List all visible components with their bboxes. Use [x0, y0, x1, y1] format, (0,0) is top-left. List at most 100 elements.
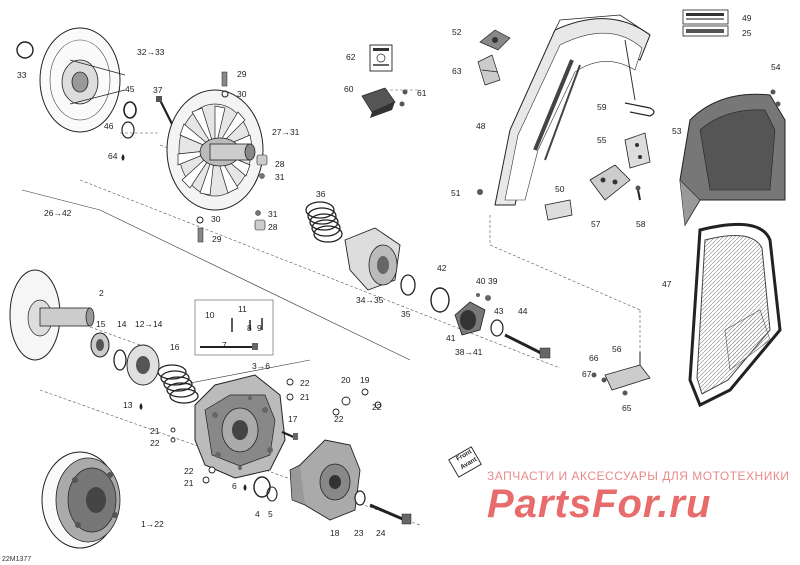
callout-48: 48	[476, 121, 486, 131]
callout-19: 19	[360, 375, 370, 385]
callout-63: 63	[452, 66, 462, 76]
callout-33: 33	[17, 70, 27, 80]
part-screws-54	[770, 89, 781, 107]
callout-5: 5	[268, 509, 273, 519]
callout-30-upper: 30	[237, 89, 247, 99]
callout-51: 51	[451, 188, 461, 198]
callout-18: 18	[330, 528, 340, 538]
part-cover-12	[126, 344, 160, 386]
callout-21-a: 21	[300, 392, 310, 402]
callout-36: 36	[316, 189, 326, 199]
callout-64: 64	[108, 151, 118, 161]
callout-57: 57	[591, 219, 601, 229]
callout-58: 58	[636, 219, 646, 229]
callout-3-6: 3→6	[252, 361, 270, 371]
part-washer-42	[430, 287, 450, 313]
callout-43: 43	[494, 306, 504, 316]
callout-60: 60	[344, 84, 354, 94]
part-screw-51	[477, 189, 483, 195]
callout-24: 24	[376, 528, 386, 538]
part-washer-23	[354, 490, 366, 506]
part-bracket-63	[477, 54, 501, 86]
watermark-tagline: ЗАПЧАСТИ И АКСЕССУАРЫ ДЛЯ МОТОТЕХНИКИ	[487, 469, 790, 483]
callout-59: 59	[597, 102, 607, 112]
subassembly-box-7-11	[194, 299, 274, 356]
callout-55: 55	[597, 135, 607, 145]
part-cam-34	[344, 227, 401, 291]
part-decal-62	[369, 44, 393, 72]
callout-41: 41	[446, 333, 456, 343]
drop-markers	[121, 154, 247, 491]
callout-49: 49	[742, 13, 752, 23]
callout-27-31: 27→31	[272, 127, 300, 137]
callout-4: 4	[255, 509, 260, 519]
leader-lines	[21, 189, 411, 386]
callout-17: 17	[288, 414, 298, 424]
part-bearing-15	[90, 332, 110, 358]
part-bushings-21-22	[170, 378, 382, 484]
callout-47: 47	[662, 279, 672, 289]
callout-65: 65	[622, 403, 632, 413]
part-bracket-55	[624, 132, 651, 169]
callout-9: 9	[257, 323, 262, 333]
part-spider-18	[289, 439, 361, 521]
callout-29-lower: 29	[212, 234, 222, 244]
callout-31-lower: 31	[268, 209, 278, 219]
part-fixed-sheave-32	[39, 27, 126, 133]
part-bracket-50	[544, 199, 573, 221]
callout-1-22: 1→22	[141, 519, 164, 529]
part-bolt-17	[281, 430, 298, 440]
callout-21-c: 21	[184, 478, 194, 488]
callout-21-b: 21	[150, 426, 160, 436]
callout-23: 23	[354, 528, 364, 538]
part-screw-58	[635, 185, 641, 201]
callout-14: 14	[117, 319, 127, 329]
part-snap-ring-33	[16, 41, 34, 59]
callout-11: 11	[238, 304, 247, 314]
part-washers-45-46	[121, 101, 137, 139]
part-spring-36	[305, 201, 343, 243]
callout-31-upper: 31	[275, 172, 285, 182]
callout-32-33: 32→33	[137, 47, 165, 57]
callout-35: 35	[401, 309, 411, 319]
callout-2: 2	[99, 288, 104, 298]
part-pins-7-11	[200, 318, 263, 350]
callout-30-lower: 30	[211, 214, 221, 224]
part-clip-60	[361, 87, 396, 118]
part-pins-28-31-lower	[196, 210, 266, 243]
part-screws-65-67	[591, 372, 628, 396]
callout-53: 53	[672, 126, 682, 136]
part-movable-sheave-3	[194, 374, 286, 479]
callout-28-lower: 28	[268, 222, 278, 232]
callout-54: 54	[771, 62, 781, 72]
part-washer-43	[490, 319, 504, 337]
callout-34-35: 34→35	[356, 295, 384, 305]
callout-26-42: 26→42	[44, 208, 72, 218]
part-bushing-38	[454, 293, 491, 336]
part-ring-35	[400, 274, 416, 296]
callout-50: 50	[555, 184, 565, 194]
callout-7: 7	[222, 340, 227, 350]
part-pin-59	[624, 102, 655, 117]
part-ring-5	[266, 486, 278, 502]
diagram-code: 22M1377	[2, 556, 32, 563]
callout-10: 10	[205, 310, 215, 320]
callout-38-41: 38→41	[455, 347, 483, 357]
callout-39: 39	[488, 276, 498, 286]
callout-22-d: 22	[184, 466, 194, 476]
callout-52: 52	[452, 27, 462, 37]
callout-66: 66	[589, 353, 599, 363]
callout-16: 16	[170, 342, 180, 352]
callout-6: 6	[232, 481, 237, 491]
callout-45: 45	[125, 84, 135, 94]
callout-22-b: 22	[372, 402, 382, 412]
callout-22-c: 22	[150, 438, 160, 448]
watermark-logo: PartsFor.ru	[487, 482, 712, 526]
callout-42: 42	[437, 263, 447, 273]
part-belt-guard-48	[494, 14, 651, 206]
part-cover-53	[679, 93, 786, 227]
part-decals-49-25	[682, 9, 729, 37]
part-bushing-4	[253, 476, 271, 498]
callout-46: 46	[104, 121, 114, 131]
